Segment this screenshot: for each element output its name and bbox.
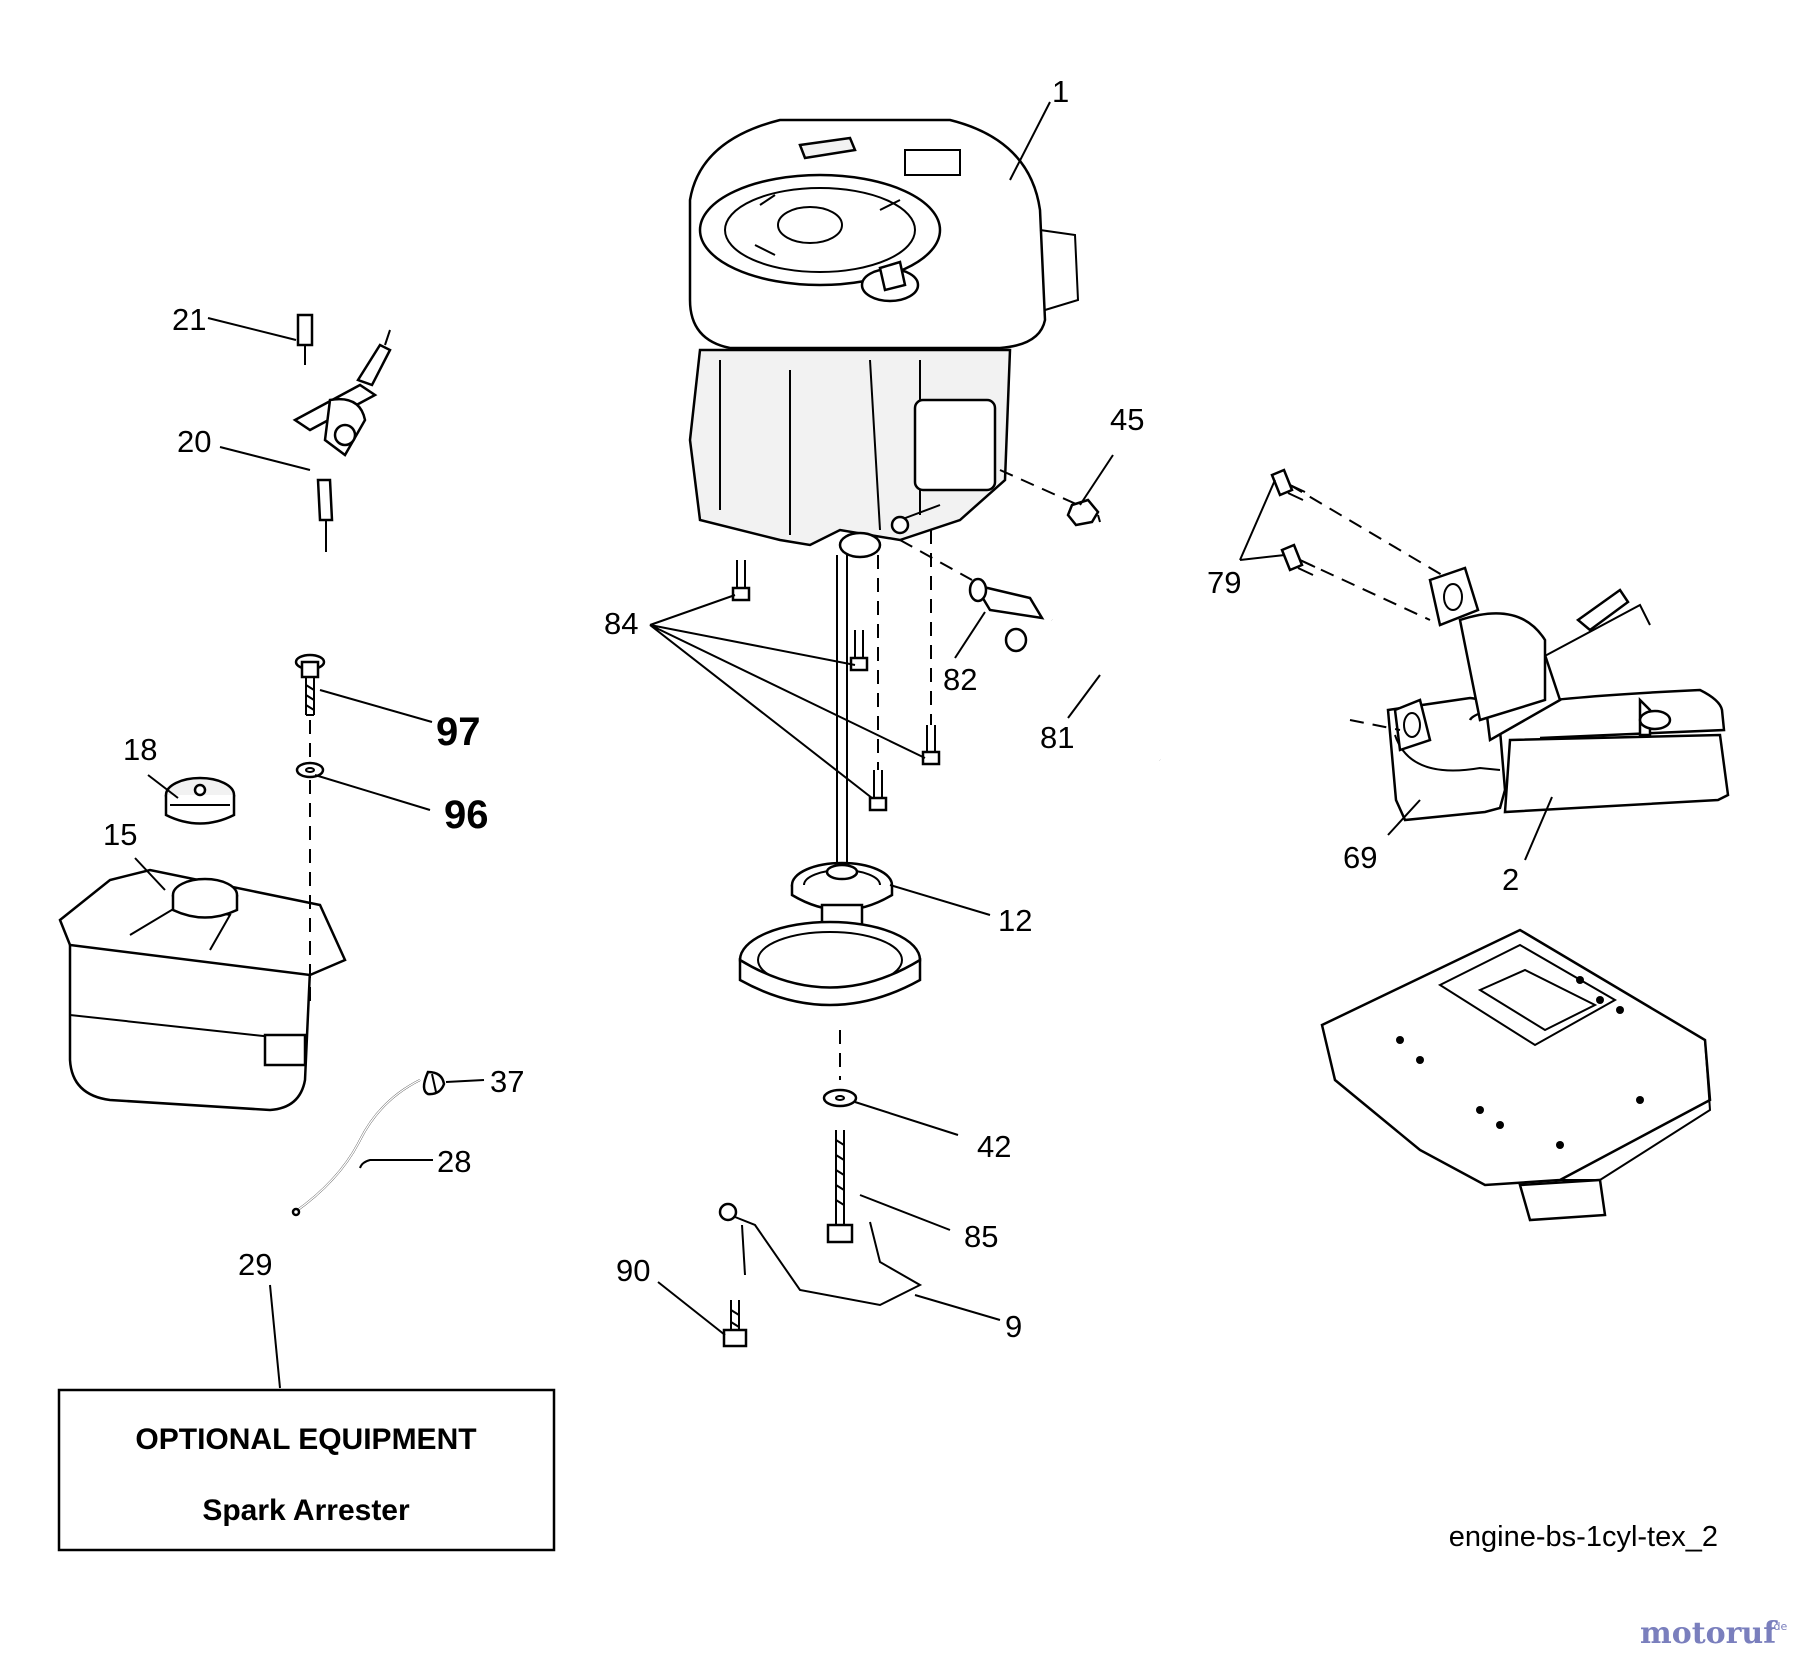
callout-85: 85 [964, 1219, 998, 1254]
callout-69: 69 [1343, 840, 1377, 875]
callout-28: 28 [437, 1144, 471, 1179]
fuel-line-drawing [291, 1070, 446, 1217]
nut-drawing [999, 469, 1101, 527]
callout-97: 97 [436, 710, 481, 754]
callout-90: 90 [616, 1253, 650, 1288]
breather-drawing [899, 539, 1165, 763]
callout-15: 15 [103, 817, 137, 852]
callout-84: 84 [604, 606, 638, 641]
callout-37: 37 [490, 1064, 524, 1099]
diagram-reference-code: engine-bs-1cyl-tex_2 [1449, 1521, 1718, 1553]
engine-drawing [688, 118, 1080, 559]
leader-lines [134, 101, 1552, 1389]
optional-equipment-heading: OPTIONAL EQUIPMENT [135, 1423, 476, 1456]
muffler-drawing [1270, 468, 1730, 822]
watermark-suffix: .de [1770, 1620, 1787, 1633]
engine-plate-drawing [1320, 928, 1712, 1222]
tank-bolt-drawing [294, 653, 326, 1010]
callout-96: 96 [444, 793, 489, 837]
callout-42: 42 [977, 1129, 1011, 1164]
engine-bolts-drawing [731, 530, 941, 812]
watermark-text: motoruf [1640, 1616, 1778, 1651]
pulley-drawing [718, 555, 923, 1348]
callout-20: 20 [177, 424, 211, 459]
throttle-bracket-drawing [292, 313, 392, 552]
optional-equipment-box: OPTIONAL EQUIPMENT Spark Arrester [57, 1388, 556, 1552]
callout-45: 45 [1110, 402, 1144, 437]
optional-equipment-item: Spark Arrester [202, 1494, 410, 1527]
callout-21: 21 [172, 302, 206, 337]
watermark-logo: motoruf .de [1640, 1616, 1787, 1651]
callout-1: 1 [1052, 74, 1069, 109]
callout-82: 82 [943, 662, 977, 697]
callout-29: 29 [238, 1247, 272, 1282]
callout-81: 81 [1040, 720, 1074, 755]
callout-18: 18 [123, 732, 157, 767]
callout-labels: 1 2 9 12 15 18 20 21 28 29 37 42 45 69 7… [103, 74, 1519, 1344]
callout-2: 2 [1502, 862, 1519, 897]
callout-12: 12 [998, 903, 1032, 938]
callout-9: 9 [1005, 1309, 1022, 1344]
fuel-tank-drawing [58, 776, 347, 1112]
callout-79: 79 [1207, 565, 1241, 600]
